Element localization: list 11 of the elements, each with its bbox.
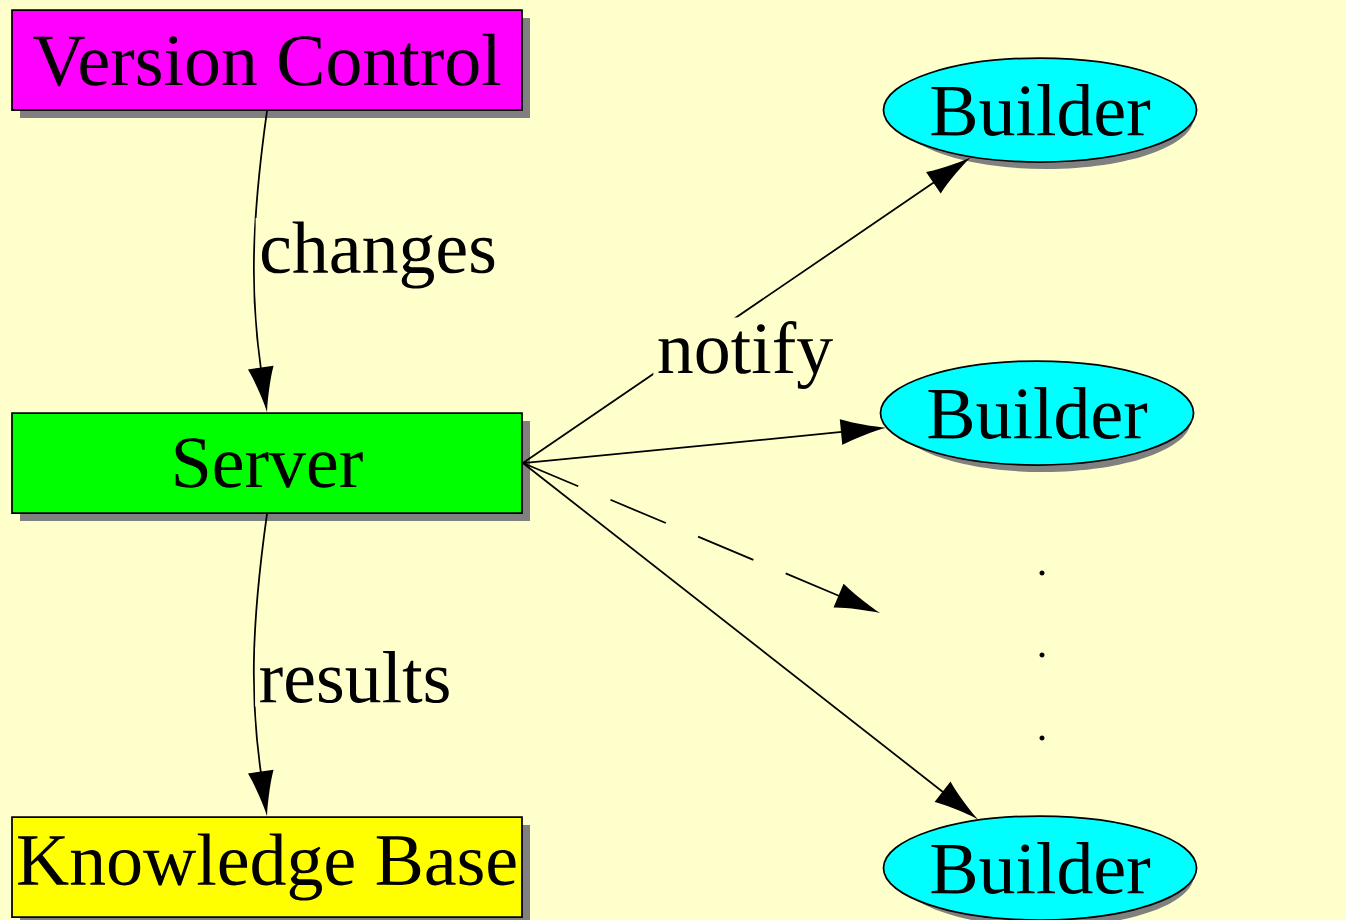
edge-label: changes [255, 217, 501, 293]
process-box: Version Control [11, 9, 530, 118]
arrow [248, 110, 274, 409]
arrow [522, 462, 877, 613]
arrow [522, 462, 976, 818]
process-box: Knowledge Base [11, 816, 530, 920]
edge-label: results [255, 647, 455, 707]
edge-label: notify [653, 317, 837, 393]
arrow [522, 419, 883, 464]
process-box: Server [11, 412, 530, 522]
arrow [248, 513, 274, 813]
